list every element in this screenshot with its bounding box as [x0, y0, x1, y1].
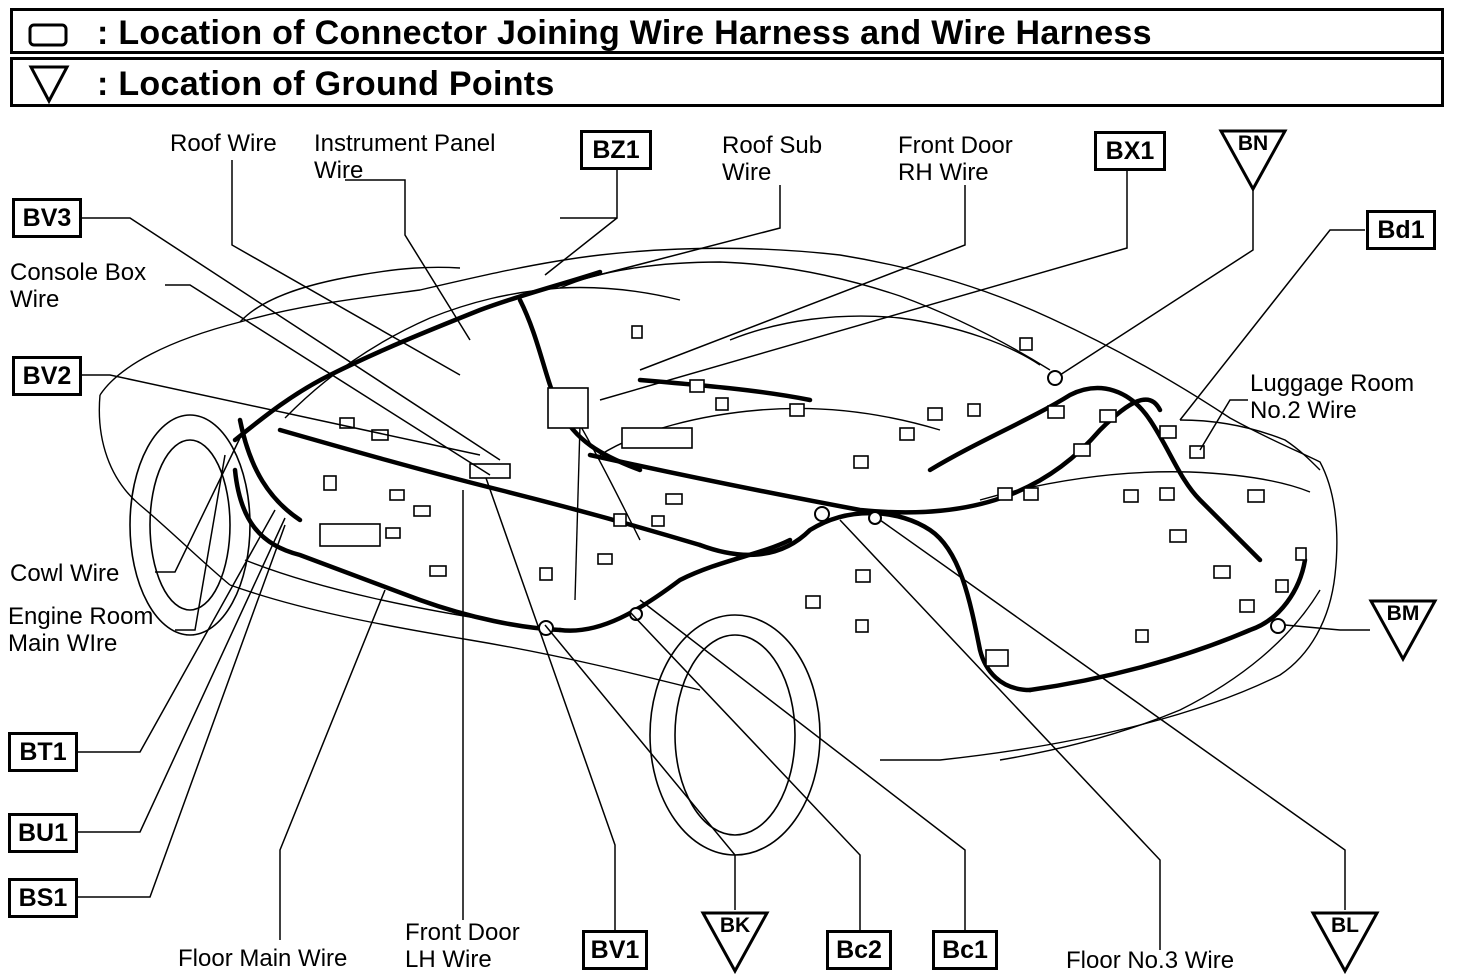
front-door-rh-wire-label-line1: Front Door: [898, 132, 1013, 159]
connector-bu1: BU1: [8, 813, 78, 853]
engine-room-wire-label-line2: Main WIre: [8, 630, 118, 657]
connector-bs1: BS1: [8, 878, 78, 918]
front-door-rh-wire-label-line2: RH Wire: [898, 159, 989, 186]
ground-bm-label: BM: [1386, 602, 1420, 625]
floor-main-wire-label: Floor Main Wire: [178, 945, 348, 972]
luggage-room-wire-label-line2: No.2 Wire: [1250, 397, 1357, 424]
ground-bolts: [538, 370, 1286, 636]
ground-bm: BM: [1368, 598, 1438, 663]
roof-wire-label: Roof Wire: [170, 130, 277, 157]
connector-bt1: BT1: [8, 732, 78, 772]
connector-box-icon: [28, 23, 68, 47]
instrument-panel-wire-label-line1: Instrument Panel: [314, 130, 496, 157]
ground-triangle-icon: [28, 65, 70, 105]
console-box-wire-label-line2: Wire: [10, 286, 60, 313]
cowl-wire-label: Cowl Wire: [10, 560, 120, 587]
harness-wires: [232, 269, 1308, 693]
ground-triangle-icon: [700, 911, 770, 975]
ground-triangle-icon: [1368, 599, 1438, 663]
ground-bn: BN: [1218, 128, 1288, 193]
front-door-lh-wire-label-line1: Front Door: [405, 919, 520, 946]
legend-ground-text: : Location of Ground Points: [97, 65, 555, 103]
small-connectors: [319, 325, 1307, 667]
ground-triangle-icon: [1310, 911, 1380, 975]
connector-bv3: BV3: [12, 198, 82, 238]
connector-bd1: Bd1: [1366, 210, 1436, 250]
luggage-room-wire-label-line1: Luggage Room: [1250, 370, 1415, 397]
leader-lines: [78, 160, 1370, 950]
front-door-lh-wire-label-line2: LH Wire: [405, 946, 492, 973]
connector-bc2: Bc2: [826, 930, 892, 970]
connector-bz1: BZ1: [580, 130, 652, 170]
ground-bl-label: BL: [1331, 914, 1359, 937]
ground-bk-label: BK: [719, 914, 751, 937]
instrument-panel-wire-label-line2: Wire: [314, 157, 364, 184]
connector-bv1: BV1: [582, 930, 648, 970]
roof-sub-wire-label-line1: Roof Sub: [722, 132, 823, 159]
connector-bx1: BX1: [1094, 131, 1166, 171]
legend-connector-text: : Location of Connector Joining Wire Har…: [97, 14, 1152, 52]
connector-bv2: BV2: [12, 356, 82, 396]
console-box-wire-label-line1: Console Box: [10, 259, 147, 286]
floor-no3-wire-label: Floor No.3 Wire: [1066, 947, 1235, 974]
roof-sub-wire-label-line2: Wire: [722, 159, 772, 186]
ground-bn-label: BN: [1237, 132, 1269, 155]
ground-bk: BK: [700, 910, 770, 975]
ground-triangle-icon: [1218, 129, 1288, 193]
car-body-outline: [98, 247, 1338, 761]
ground-bl: BL: [1310, 910, 1380, 975]
legend-ground-row: : Location of Ground Points: [10, 57, 1444, 107]
legend-connector-row: : Location of Connector Joining Wire Har…: [10, 8, 1444, 54]
engine-room-wire-label-line1: Engine Room: [8, 603, 154, 630]
connector-bc1: Bc1: [932, 930, 998, 970]
